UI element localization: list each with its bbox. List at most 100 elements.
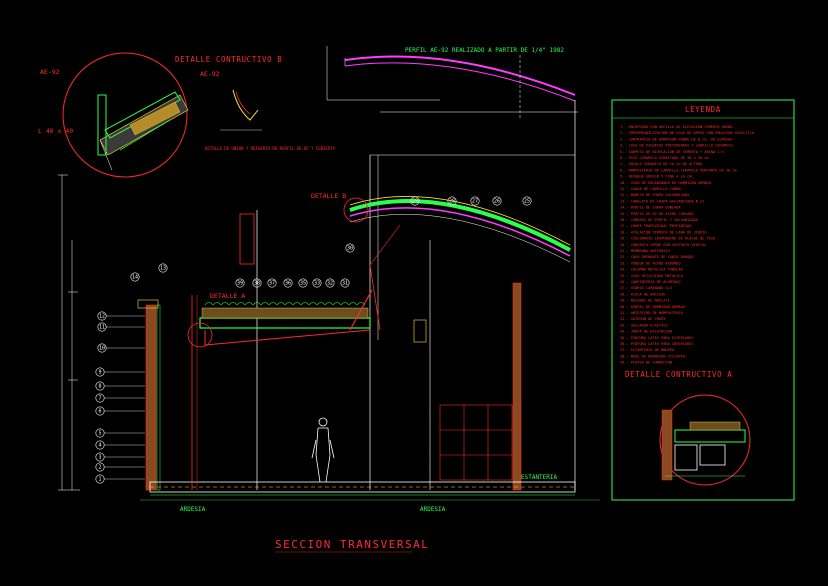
top-marker: 30 — [345, 243, 355, 253]
top-marker-label: 28 — [449, 199, 455, 205]
left-marker-label: 2 — [98, 465, 101, 471]
ardesia-left: ARDESIA — [180, 506, 206, 513]
legend-list: 1.- ENCOFRADO CON ARCILLA DE ELEVACION C… — [620, 125, 755, 365]
legend-item: 25.- VIGA RETICULADA METALICA — [620, 274, 684, 278]
perfil-title: PERFIL AE-92 REALIZADO A PARTIR DE 1/4" … — [405, 47, 564, 54]
top-marker-label: 31 — [342, 281, 348, 287]
detail-a-circle — [659, 394, 751, 486]
left-marker: 5 — [95, 428, 105, 438]
legend-item: 36.- PINTURA LATEX PARA INTERIORES — [620, 342, 694, 346]
legend-item: 2.- IMPERMEABILIZACION DE LOSA DE APOYO … — [620, 131, 755, 135]
legend-title: LEYENDA — [685, 105, 721, 114]
legend-item: 19.- CIELORRASO SUSPENDIDO DE PLACAS DE … — [620, 237, 715, 241]
detail-a-title: DETALLE CONTRUCTIVO A — [625, 370, 732, 379]
legend-item: 4.- LOSA DE VIGUETAS PRETENSADAS Y LADRI… — [620, 144, 733, 148]
legend-item: 38.- BASE DE HORMIGON CICLOPEO — [620, 354, 685, 358]
top-marker: 36 — [283, 278, 293, 288]
top-marker: 38 — [252, 278, 262, 288]
left-marker-label: 1 — [98, 477, 101, 483]
top-marker-label: 37 — [269, 281, 275, 287]
top-marker-label: 25 — [524, 199, 530, 205]
left-marker: 11 — [97, 322, 107, 332]
legend-item: 5.- CARPETA DE NIVELACION DE CEMENTO Y A… — [620, 150, 724, 154]
legend-item: 3.- CONTRAPISO DE HORMIGON POBRE DE 8 cm… — [620, 137, 733, 141]
left-marker: 7 — [95, 393, 105, 403]
legend-item: 37.- ESTANTERIA DE MADERA — [620, 348, 675, 352]
ardesia-right: ARDESIA — [420, 506, 446, 513]
top-marker-label: 27 — [472, 199, 478, 205]
left-marker: 10 — [97, 343, 107, 353]
legend-item: 32.- GOTERON DE CHAPA — [620, 317, 666, 321]
legend-panel — [611, 99, 795, 501]
legend-item: 10.- VIGA DE ENCADENADO DE HORMIGON ARMA… — [620, 181, 711, 185]
top-marker-label: 33 — [314, 281, 320, 287]
left-marker: 3 — [95, 452, 105, 462]
top-marker: 27 — [470, 196, 480, 206]
detail-b-caption: DETALLE DE UNION Y REFUERZO DE PERFIL AE… — [205, 146, 336, 151]
legend-item: 9.- REVOQUE GRUESO Y FINO A LA CAL — [620, 175, 694, 179]
left-marker-label: 9 — [98, 370, 101, 376]
legend-item: 34.- JUNTA DE DILATACION — [620, 330, 672, 334]
legend-item: 33.- SELLADOR ELASTICO — [620, 323, 668, 327]
legend-item: 26.- CARPINTERIA DE ALUMINIO — [620, 280, 681, 284]
left-marker: 6 — [95, 406, 105, 416]
top-marker-label: 13 — [160, 266, 166, 272]
detail-b-title: DETALLE CONTRUCTIVO B — [175, 55, 282, 64]
planted-flat-roof — [187, 289, 373, 490]
top-marker-row: 14 13 39 38 37 36 35 33 32 31 30 29 28 27 26 25 — [130, 196, 532, 288]
top-marker: 33 — [312, 278, 322, 288]
perfil-ae92-curve — [326, 46, 578, 120]
detail-b-profile-sketch — [220, 89, 262, 131]
top-marker-label: 36 — [285, 281, 291, 287]
top-marker-label: 14 — [132, 275, 138, 281]
top-marker-label: 39 — [237, 281, 243, 287]
top-marker: 14 — [130, 272, 140, 282]
left-marker-label: 12 — [99, 314, 105, 320]
human-scale-figure — [311, 417, 335, 483]
top-marker: 37 — [267, 278, 277, 288]
detail-b-tag1: AE-92 — [40, 68, 60, 76]
left-marker-label: 10 — [99, 346, 105, 352]
top-marker: 25 — [522, 196, 532, 206]
top-marker-label: 29 — [412, 199, 418, 205]
legend-item: 13.- CANALETA DE CHAPA GALVANIZADA N 22 — [620, 199, 704, 203]
top-marker-label: 30 — [347, 246, 353, 252]
legend-item: 23.- TENSOR DE ACERO REDONDO — [620, 261, 681, 265]
detalle-a-label: DETALLE A — [210, 292, 245, 300]
top-marker: 13 — [158, 263, 168, 273]
legend-item: 30.- DINTEL DE HORMIGON ARMADO — [620, 305, 685, 309]
legend-item: 24.- COLUMNA METALICA TUBULAR — [620, 268, 684, 272]
building-structure — [137, 100, 600, 501]
legend-item: 39.- PLATEA DE FUNDACION — [620, 361, 672, 365]
left-marker: 4 — [95, 440, 105, 450]
top-marker: 28 — [447, 196, 457, 206]
left-marker: 12 — [97, 311, 107, 321]
detail-b-tag3: L 40 x 40 — [38, 127, 73, 135]
legend-item: 22.- CAPA DRENANTE DE CANTO RODADO — [620, 255, 694, 259]
detalle-b-label: DETALLE B — [311, 192, 346, 200]
legend-item: 18.- AISLACION TERMICA DE LANA DE VIDRIO — [620, 230, 707, 234]
left-marker-column: 12 11 10 9 8 7 6 5 4 3 2 1 — [95, 311, 145, 484]
left-marker-label: 5 — [98, 431, 101, 437]
top-marker: 29 — [410, 196, 420, 206]
left-marker-label: 3 — [98, 455, 101, 461]
left-marker-label: 11 — [99, 325, 105, 331]
left-marker-label: 8 — [98, 384, 101, 390]
detail-b-tag2: AE-92 — [200, 70, 220, 78]
legend-item: 12.- BABETA DE CHAPA GALVANIZADA — [620, 193, 690, 197]
top-marker: 32 — [325, 278, 335, 288]
dimension-lines-left — [58, 174, 80, 491]
legend-item: 14.- PERFIL DE CHAPA DOBLADA — [620, 206, 681, 210]
legend-item: 27.- VIDRIO LAMINADO 3+3 — [620, 286, 672, 290]
legend-item: 35.- PINTURA LATEX PARA EXTERIORES — [620, 336, 694, 340]
top-marker-label: 32 — [327, 281, 333, 287]
legend-item: 7.- ZOCALO CERAMICO DE 10 cm DE ALTURA — [620, 162, 703, 166]
top-marker: 26 — [492, 196, 502, 206]
top-marker-label: 35 — [300, 281, 306, 287]
top-marker-label: 38 — [254, 281, 260, 287]
legend-item: 16.- CORREAS DE PERFIL C GALVANIZADO — [620, 218, 698, 222]
legend-item: 21.- MEMBRANA ANTIRRAIZ — [620, 249, 671, 253]
main-title: SECCION TRANSVERSAL — [275, 538, 429, 551]
